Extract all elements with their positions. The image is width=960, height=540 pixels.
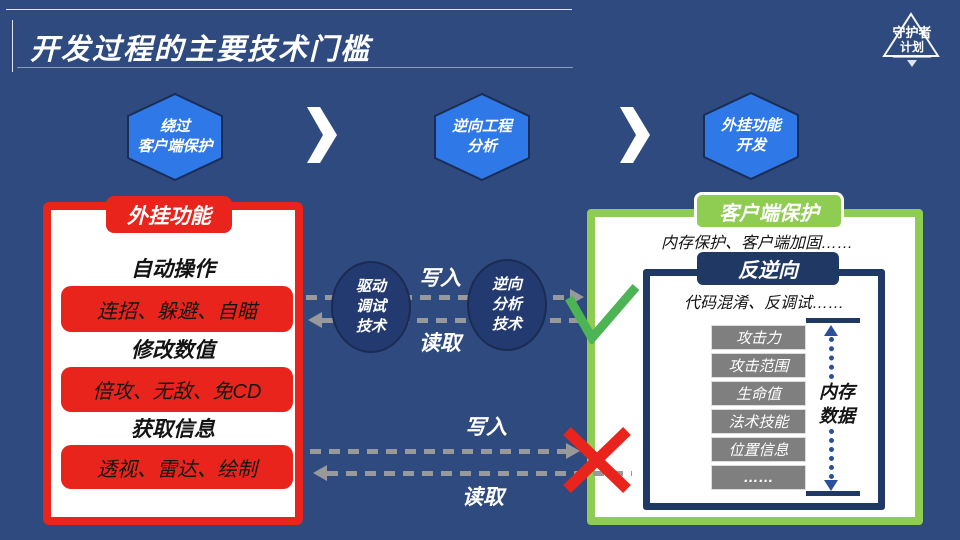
write-label-top: 写入 <box>419 267 461 290</box>
memory-dotted-line-upper <box>829 337 834 379</box>
memory-item-health: 生命值 <box>711 381 806 406</box>
logo-down-triangle-icon <box>907 60 917 67</box>
memory-dotted-line-lower <box>829 429 834 479</box>
process-step-cheat-development: 外挂功能 开发 <box>703 92 799 180</box>
read-label-bottom: 读取 <box>462 486 504 509</box>
circle-2-line-3: 技术 <box>491 316 522 333</box>
cross-icon <box>563 427 631 493</box>
cheat-group-title-auto: 自动操作 <box>131 258 215 281</box>
anti-reverse-header: 反逆向 <box>697 252 839 285</box>
write-label-bottom: 写入 <box>465 416 507 439</box>
step-3-line-2: 开发 <box>735 137 766 154</box>
top-rule-line <box>6 9 572 10</box>
memory-item-spell-skills: 法术技能 <box>711 409 806 434</box>
hexagon-shape <box>127 93 223 181</box>
step-1-line-1: 绕过 <box>159 118 190 135</box>
circle-1-line-1: 驱动 <box>355 278 386 295</box>
memory-data-label-line-1: 内存 <box>819 382 855 402</box>
hexagon-shape <box>434 93 530 181</box>
step-3-line-1: 外挂功能 <box>720 117 781 134</box>
hexagon-shape <box>703 92 799 180</box>
step-2-line-2: 分析 <box>466 138 497 155</box>
step-2-line-1: 逆向工程 <box>451 118 512 135</box>
logo-line1: 守护者 <box>892 25 932 40</box>
guardian-plan-logo: 守护者 计划 <box>880 8 944 72</box>
memory-arrow-up-icon <box>824 325 838 336</box>
cheat-group-title-info: 获取信息 <box>131 418 215 441</box>
left-rule-line <box>12 20 13 72</box>
cheat-group-items-modify: 倍攻、无敌、免CD <box>61 367 293 412</box>
cheat-group-items-auto: 连招、躲避、自瞄 <box>61 286 293 332</box>
memory-item-attack-range: 攻击范围 <box>711 353 806 378</box>
memory-bracket-bottom-bar <box>806 491 860 496</box>
protection-subtitle: 内存保护、客户端加固…… <box>660 235 853 252</box>
chevron-right-icon <box>307 107 337 163</box>
read-arrow-bottom-head-icon <box>313 465 327 481</box>
cheat-group-title-modify: 修改数值 <box>131 339 215 362</box>
logo-tagline-strip <box>893 56 931 58</box>
logo-line2: 计划 <box>899 40 924 54</box>
memory-item-position-info: 位置信息 <box>711 437 806 462</box>
cheat-panel-header: 外挂功能 <box>106 196 232 233</box>
title-underline <box>17 67 573 68</box>
write-arrow-top-line <box>306 295 570 300</box>
circle-2-line-1: 逆向 <box>491 276 522 293</box>
step-1-line-2: 客户端保护 <box>137 138 213 155</box>
memory-item-ellipsis: …… <box>711 465 806 490</box>
read-arrow-top-head-icon <box>308 312 322 328</box>
read-arrow-top-line <box>322 318 584 323</box>
check-icon <box>565 284 640 344</box>
cheat-group-items-info: 透视、雷达、绘制 <box>61 445 293 489</box>
memory-data-label-line-2: 数据 <box>819 406 855 426</box>
memory-arrow-down-icon <box>824 480 838 491</box>
circle-2-line-2: 分析 <box>491 296 522 313</box>
chevron-right-icon <box>620 107 650 163</box>
write-arrow-bottom-line <box>310 449 566 454</box>
anti-reverse-subtitle: 代码混淆、反调试…… <box>683 295 844 312</box>
read-label-top: 读取 <box>419 332 461 355</box>
reverse-analysis-tech-circle: 逆向 分析 技术 <box>467 259 547 351</box>
protection-panel-header: 客户端保护 <box>694 192 844 230</box>
process-step-reverse-engineering: 逆向工程 分析 <box>434 93 530 181</box>
page-title: 开发过程的主要技术门槛 <box>30 34 372 66</box>
circle-1-line-2: 调试 <box>355 298 386 315</box>
process-step-bypass-protection: 绕过 客户端保护 <box>127 93 223 181</box>
memory-item-attack-power: 攻击力 <box>711 325 806 350</box>
memory-data-label: 内存 数据 <box>809 380 865 428</box>
driver-debug-tech-circle: 驱动 调试 技术 <box>331 261 411 353</box>
circle-1-line-3: 技术 <box>355 318 386 335</box>
memory-bracket-top-bar <box>806 318 860 323</box>
read-arrow-bottom-line <box>327 471 632 476</box>
